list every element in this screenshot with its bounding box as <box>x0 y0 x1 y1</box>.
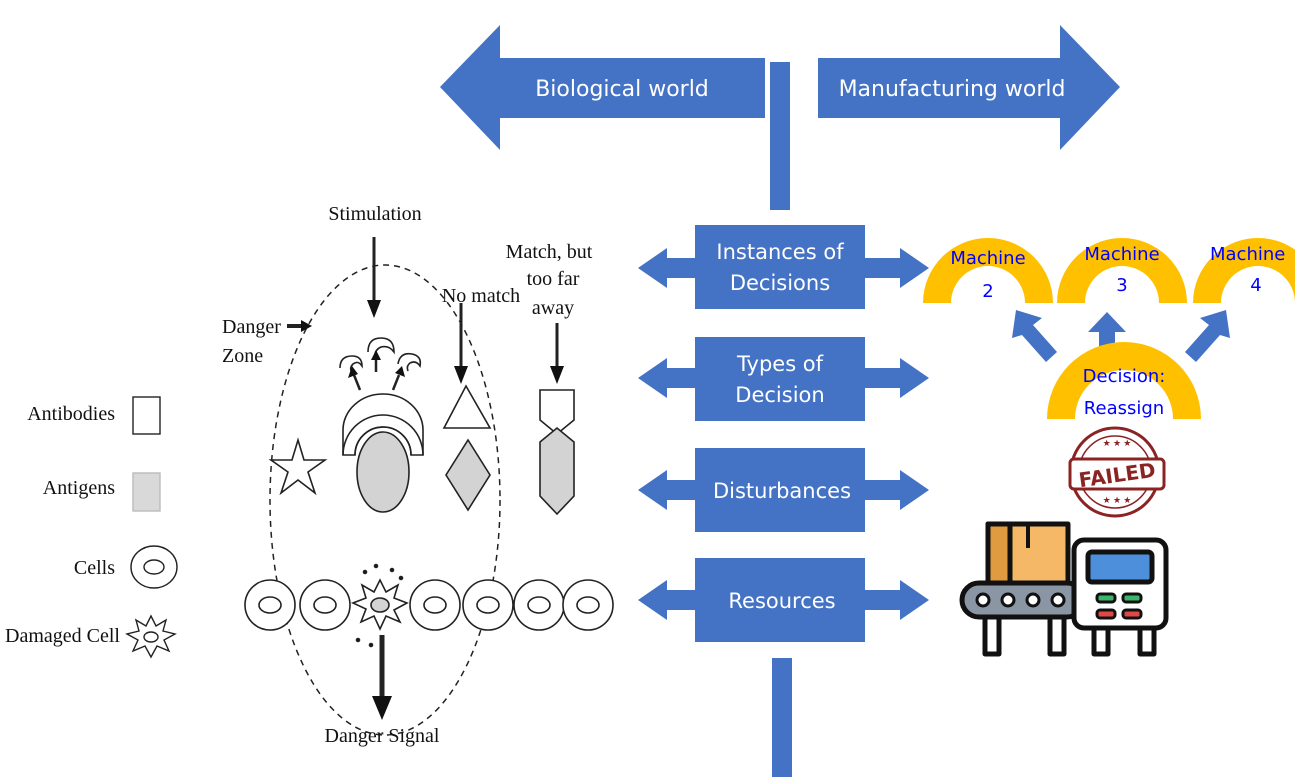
mapping-instances-of-decisions: Instances of Decisions <box>638 225 929 309</box>
divider-bottom <box>772 658 792 777</box>
cell-icon <box>130 545 178 589</box>
failed-stamp-icon: FAILED ★ ★ ★ ★ ★ ★ <box>1068 426 1166 518</box>
cell-row <box>244 563 614 648</box>
legend-antibodies: Antibodies <box>27 403 115 425</box>
stimulation-label: Stimulation <box>328 203 421 225</box>
conveyor-machine-icon <box>959 521 1169 657</box>
svg-text:★ ★ ★: ★ ★ ★ <box>1103 438 1132 448</box>
antigen-swatch <box>132 472 161 512</box>
manufacturing-world-arrow: Manufacturing world <box>818 25 1120 150</box>
machine-name: Machine <box>950 248 1025 269</box>
arrow-to-machine-4 <box>1185 310 1230 362</box>
danger-zone-ellipse <box>269 264 501 736</box>
manufacturing-world-label: Manufacturing world <box>839 77 1066 102</box>
divider-top <box>770 62 790 210</box>
match-far-label-1: Match, but <box>506 241 593 263</box>
machine-name: Machine <box>1084 244 1159 265</box>
machine-name: Machine <box>1210 244 1285 265</box>
danger-zone-label-2: Zone <box>222 345 263 367</box>
machine-3: Machine 3 <box>1057 238 1187 303</box>
legend-cells: Cells <box>74 557 115 579</box>
mapping-label-line2: Decision <box>735 383 824 407</box>
mapping-disturbances: Disturbances <box>638 448 929 532</box>
mapping-label: Disturbances <box>713 479 851 503</box>
danger-signal-label: Danger Signal <box>325 725 440 747</box>
danger-zone-label-1: Danger <box>222 316 281 338</box>
mapping-label-line1: Types of <box>736 352 824 376</box>
mapping-label-line2: Decisions <box>730 271 830 295</box>
arrow-to-machine-2 <box>1012 310 1057 362</box>
machine-4: Machine 4 <box>1193 238 1295 303</box>
svg-text:★ ★ ★: ★ ★ ★ <box>1103 495 1132 505</box>
mapping-label: Resources <box>728 589 835 613</box>
machine-number: 2 <box>982 281 993 302</box>
legend-damaged-cell: Damaged Cell <box>5 625 120 647</box>
decision-reassign: Decision: Reassign <box>1047 342 1201 419</box>
biological-world-label: Biological world <box>535 77 709 102</box>
arrow-to-machine-3 <box>1088 312 1126 348</box>
no-match-label: No match <box>442 285 520 307</box>
match-far-label-3: away <box>532 297 574 319</box>
antibody-swatch <box>132 396 161 435</box>
match-far-label-2: too far <box>527 268 580 290</box>
legend-antigens: Antigens <box>43 477 115 499</box>
danger-model-illustration <box>244 237 614 736</box>
machine-number: 4 <box>1250 275 1261 296</box>
machine-number: 3 <box>1116 275 1127 296</box>
mapping-types-of-decision: Types of Decision <box>638 337 929 421</box>
damaged-cell-icon <box>125 614 177 659</box>
legend: Antibodies Antigens Cells Damaged Cell <box>5 396 178 659</box>
mapping-label-line1: Instances of <box>716 240 844 264</box>
biological-world-arrow: Biological world <box>440 25 765 150</box>
reassign-arrows <box>1012 310 1230 362</box>
decision-label-1: Decision: <box>1083 366 1166 387</box>
mapping-resources: Resources <box>638 558 929 642</box>
machine-2: Machine 2 <box>923 238 1053 303</box>
decision-label-2: Reassign <box>1084 398 1164 419</box>
